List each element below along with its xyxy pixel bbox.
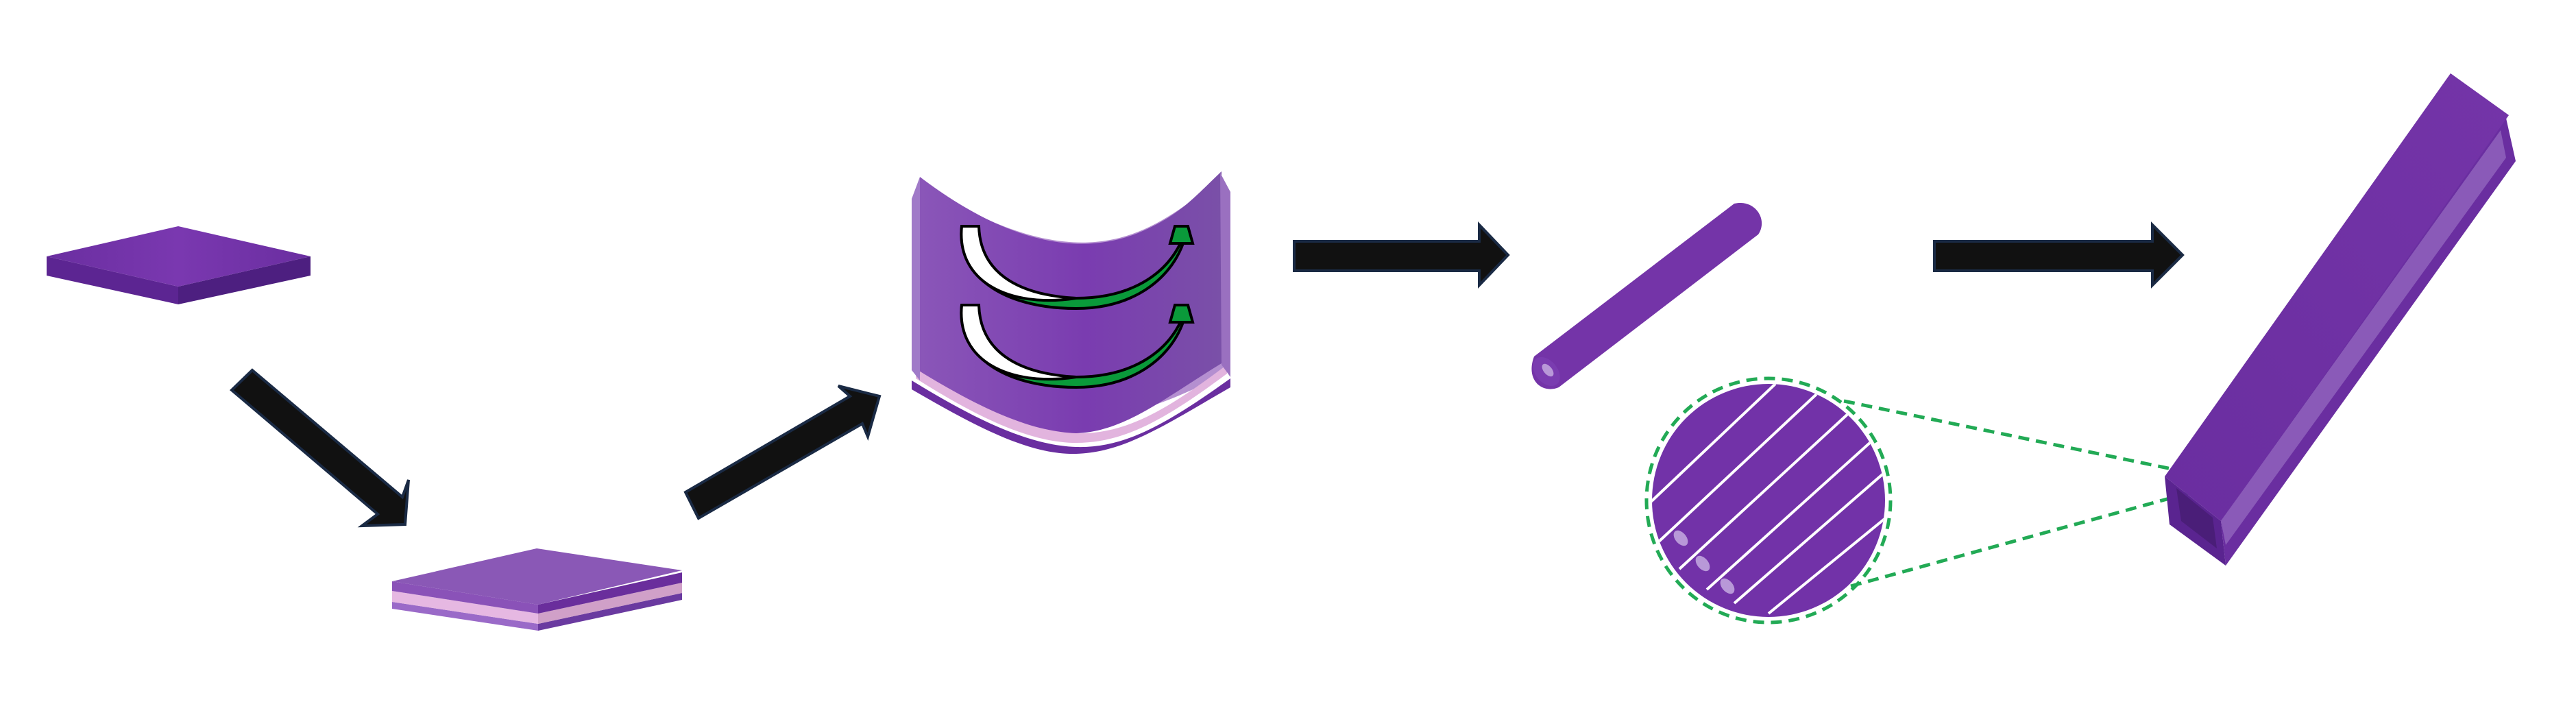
laminated-sheet [392,548,682,631]
laminated-sheet-pink-left [392,591,538,624]
rod-body [1531,202,1762,389]
flat-sheet-left-face [47,256,178,304]
curl-arrow-icon [960,304,1195,389]
laminated-sheet-upper-left [392,581,538,614]
aligned-tubes [1644,376,2225,625]
curling-sheet [912,171,1230,455]
down-right-arrow-shape [230,368,410,528]
curling-sheet-side-left [912,177,920,380]
laminated-sheet-upper-right [538,572,682,614]
tube-stripes [1652,384,1885,615]
tube-end-icon [1673,530,1688,546]
magnifier-dashed-ring [1644,376,1893,625]
laminated-sheet-bottom-left [392,602,538,631]
flat-sheet-top-face [47,226,311,287]
down-right-arrow [230,368,410,528]
beam-inner-highlight [2221,130,2506,545]
beam-end-inner [2176,488,2217,548]
curl-arrow-icon [960,225,1195,311]
laminated-sheet-top [392,548,682,605]
long-beam [2165,73,2516,566]
tube-end-icon [1695,555,1710,572]
magnifier-background [1652,384,1885,617]
beam-front-face [2165,73,2509,521]
tube-end-icon [1720,578,1735,594]
curling-sheet-pink-layer [916,365,1227,443]
laminated-sheet-pink-right [538,583,682,624]
laminated-sheet-bottom-right [538,593,682,631]
right-arrow [1293,221,1510,289]
magnifier-guide-line-upper [1843,399,2225,482]
rod-hole [1542,363,1554,377]
curl-arrow-lower-black [960,304,1077,381]
single-rod [1531,202,1762,389]
right-arrow-4-shape [1933,221,2185,289]
curl-arrow-upper-black [960,225,1077,302]
right-arrow [1933,221,2185,289]
flat-sheet-right-face [178,256,311,304]
up-right-arrow [683,385,882,520]
right-arrow-3-shape [1293,221,1510,289]
curling-sheet-side-right [1220,173,1230,377]
flat-sheet [47,226,311,304]
magnifier-guide-line-lower [1850,481,2225,588]
up-right-arrow-shape [683,385,882,520]
